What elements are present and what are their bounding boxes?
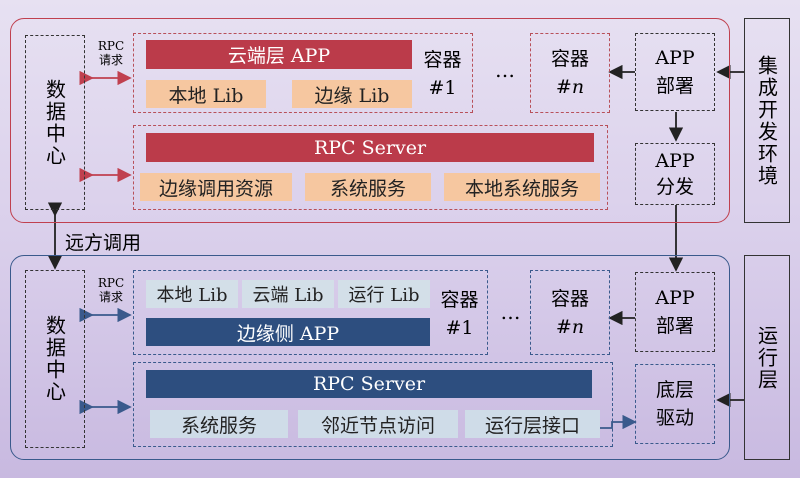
edge-app-bar: 边缘侧 APP [146,318,430,346]
bottom-rpc-server-box [133,362,613,447]
app-text: APP [655,47,695,69]
top-container-n: 容器 #n [530,33,610,113]
top-data-center-label: 数据中心 [42,78,67,167]
top-service-system: 系统服务 [305,173,431,201]
top-rpc-server-box [133,125,608,210]
request-text: 请求 [98,53,123,67]
bottom-data-center: 数据中心 [25,270,85,448]
app-text: APP [655,150,695,172]
container-number: #n [555,76,585,98]
top-app-deploy: APP 部署 [635,33,715,111]
bottom-runtime-lib: 运行 Lib [338,280,430,308]
bottom-app-deploy: APP 部署 [635,272,715,352]
bottom-ellipsis: … [500,300,521,324]
runtime-layer-panel [10,255,730,460]
bottom-rpc-request-label: RPC 请求 [90,271,132,309]
bottom-local-lib: 本地 Lib [146,280,238,308]
ide-side-box: 集成开发环境 [744,18,790,223]
top-container-1 [133,33,473,113]
driver-text-2: 驱动 [655,407,694,429]
cloud-layer-panel [10,18,730,223]
container-text: 容器 [440,289,479,311]
app-text: APP [655,287,695,309]
app-distribute: APP 分发 [635,143,715,205]
bottom-service-neighbor-access: 邻近节点访问 [298,410,458,438]
container-number: #n [555,315,585,338]
top-service-local-system: 本地系统服务 [444,173,600,201]
runtime-side-box: 运行层 [744,255,790,460]
bottom-service-system: 系统服务 [150,410,288,438]
bottom-container-1 [133,270,488,355]
bottom-data-center-label: 数据中心 [42,315,67,403]
bottom-cloud-lib: 云端 Lib [242,280,334,308]
bottom-service-runtime-interface: 运行层接口 [465,410,600,438]
bottom-driver: 底层 驱动 [635,364,715,444]
rpc-text: RPC [97,276,125,290]
bottom-rpc-server-bar: RPC Server [146,370,592,398]
top-rpc-server-bar: RPC Server [146,133,594,162]
container-text: 容器 [423,49,462,71]
distribute-text: 分发 [655,176,694,198]
container-text: 容器 [550,48,589,70]
rpc-text: RPC [97,39,125,53]
top-ellipsis: … [495,58,515,82]
container-number: #1 [428,77,457,99]
deploy-text: 部署 [655,75,694,97]
container-number: #1 [445,317,474,339]
ide-side-label: 集成开发环境 [754,54,779,187]
top-edge-lib: 边缘 Lib [292,80,412,108]
bottom-container-1-label: 容器 #1 [432,280,487,348]
container-text: 容器 [550,287,589,310]
runtime-side-label: 运行层 [754,324,779,391]
bottom-container-n: 容器 #n [530,270,610,355]
top-container-1-label: 容器 #1 [415,40,470,108]
driver-text-1: 底层 [655,379,694,401]
top-rpc-request-label: RPC 请求 [90,34,132,72]
top-local-lib: 本地 Lib [146,80,266,108]
top-data-center: 数据中心 [25,35,85,210]
cloud-app-bar: 云端层 APP [146,40,412,69]
deploy-text: 部署 [655,315,694,337]
top-service-edge-call: 边缘调用资源 [140,173,292,201]
remote-call-label: 远方调用 [65,232,142,254]
request-text: 请求 [98,290,123,304]
